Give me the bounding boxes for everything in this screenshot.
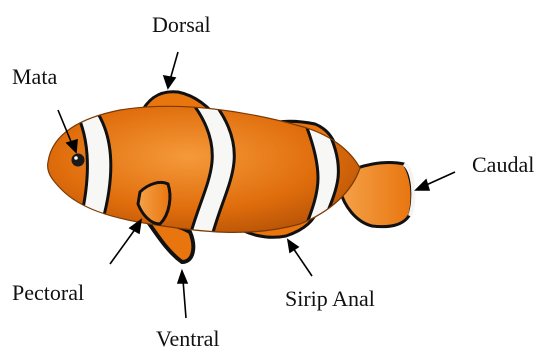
dorsal-arrow	[170, 52, 178, 80]
label-dorsal: Dorsal	[152, 14, 211, 36]
ventral-arrow	[183, 280, 186, 318]
label-sirip-anal: Sirip Anal	[285, 288, 375, 310]
label-mata: Mata	[12, 66, 57, 88]
caudal-arrow	[424, 172, 455, 186]
pectoral-arrow	[110, 228, 136, 264]
eye-icon	[72, 154, 85, 167]
label-caudal: Caudal	[472, 154, 534, 176]
label-ventral: Ventral	[156, 328, 220, 350]
sirip-anal-arrow	[293, 248, 312, 276]
label-pectoral: Pectoral	[12, 282, 84, 304]
